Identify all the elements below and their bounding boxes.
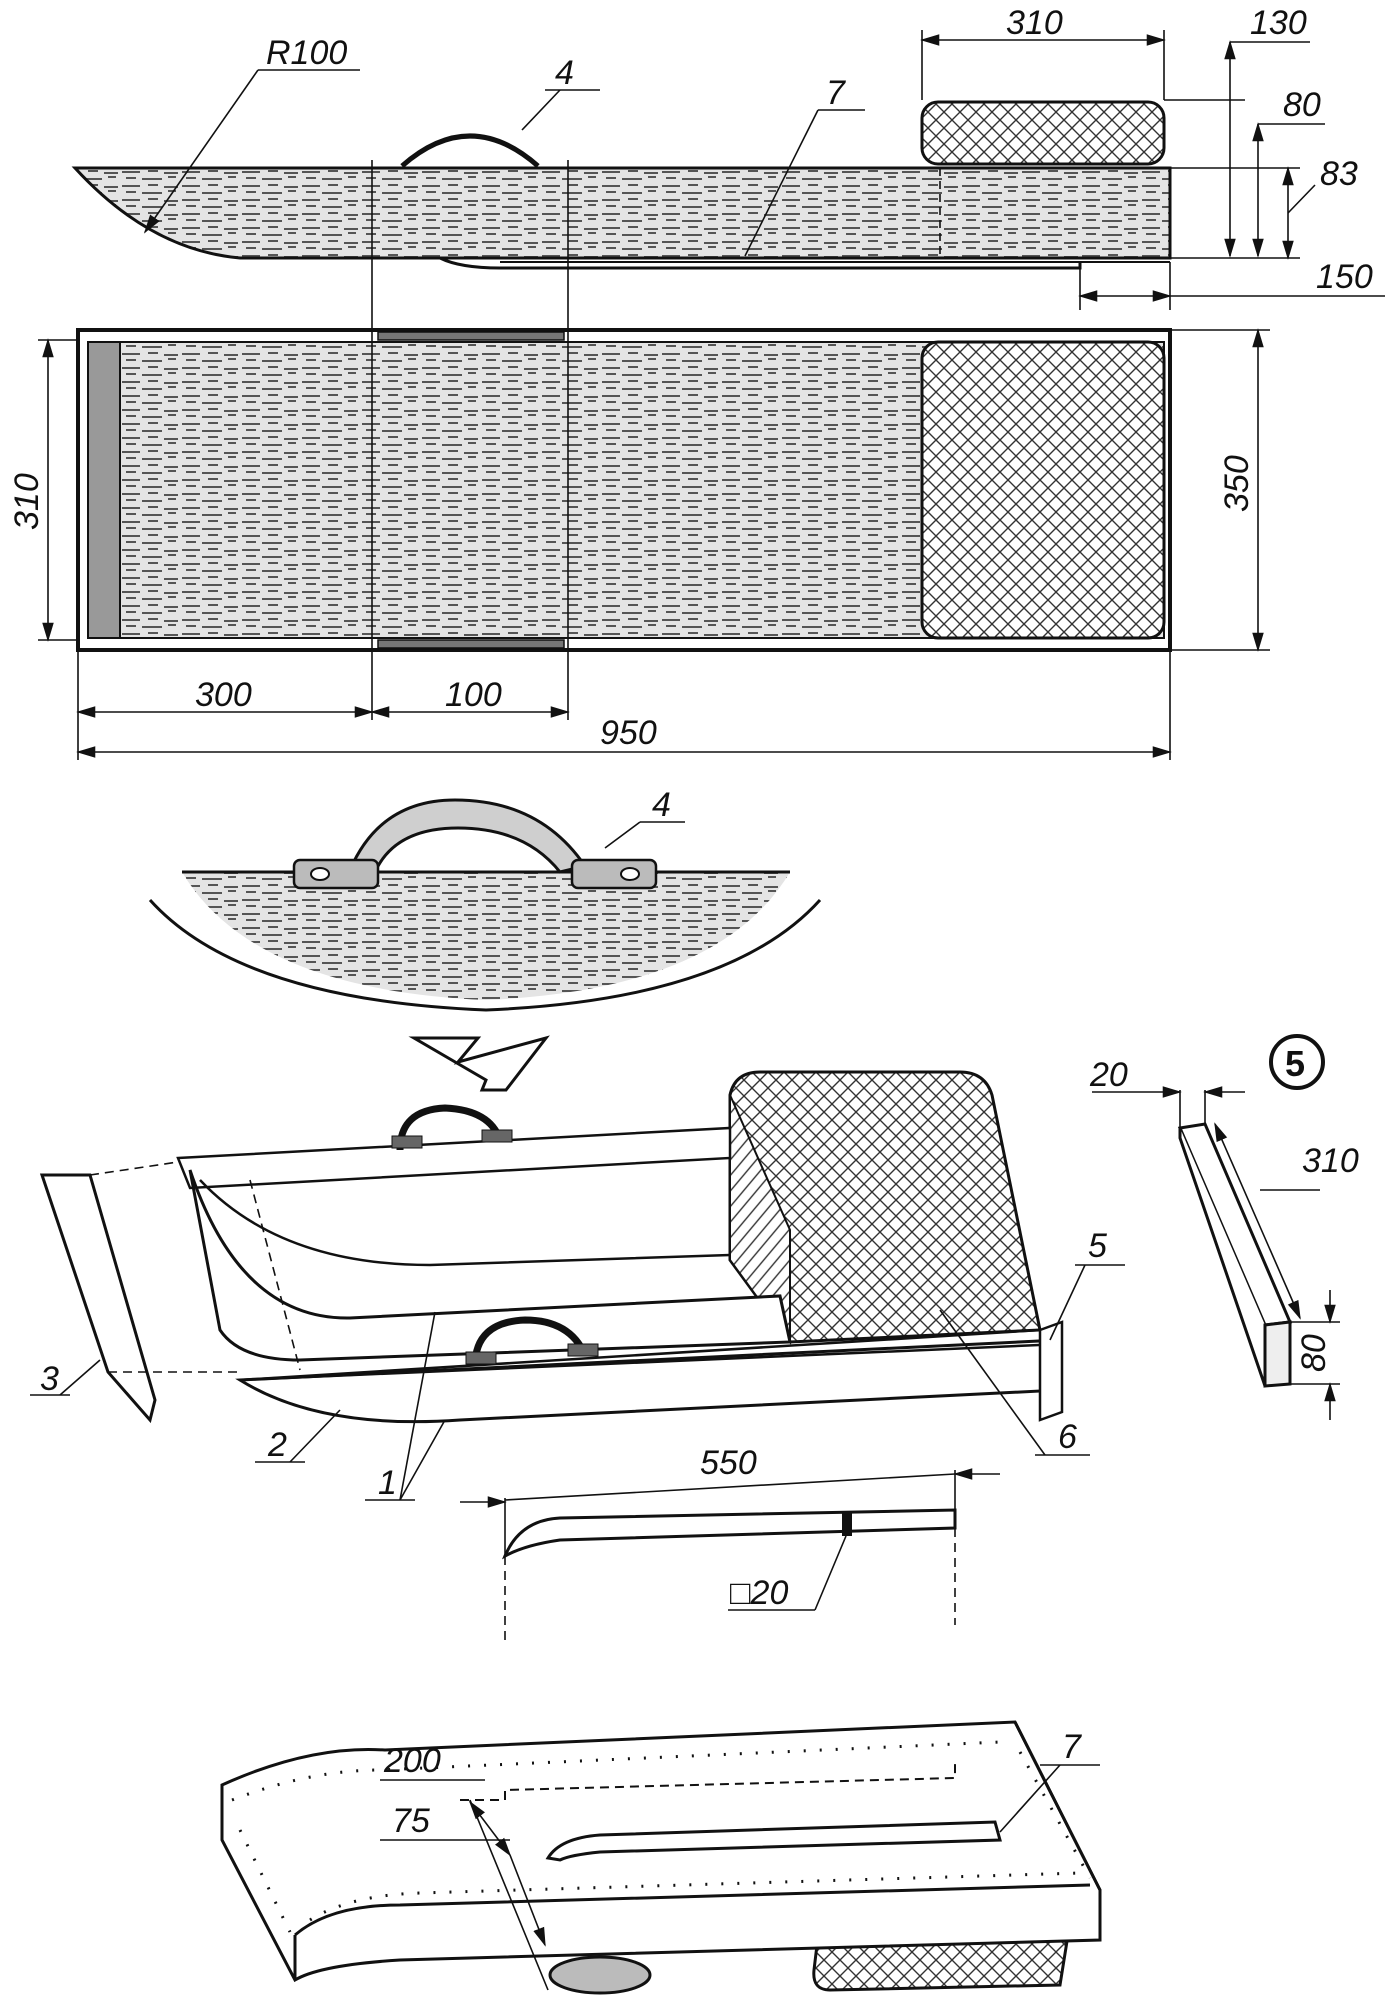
handle-strap (347, 798, 588, 874)
dim-950: 950 (600, 714, 657, 752)
detail-arrow (408, 1035, 550, 1092)
handle-plate-left (292, 858, 380, 890)
front-board (87, 341, 121, 639)
label-part-7-bottom: 7 (1062, 1728, 1082, 1766)
handle-plate-right (570, 858, 658, 890)
side-panel-back (176, 1126, 732, 1190)
label-part-4-detail: 4 (652, 786, 671, 824)
dim-75: 75 (392, 1802, 430, 1840)
runner-part-7 (439, 256, 1082, 270)
label-part-5: 5 (1088, 1227, 1107, 1265)
detail-5: 5 20 310 80 (1089, 1034, 1359, 1420)
top-view (76, 328, 1172, 720)
side-body (71, 166, 1172, 260)
handle-mount-top (377, 331, 565, 341)
exploded-body (39, 1070, 1064, 1424)
bottom-view: 7 200 75 (220, 1720, 1102, 1995)
seat-cushion-top (920, 340, 1166, 640)
handle-mount-bottom (377, 639, 565, 649)
dim-200: 200 (383, 1742, 441, 1780)
label-part-2: 2 (267, 1426, 287, 1464)
dim-square-20: □20 (730, 1574, 788, 1612)
handle-detail: 4 (148, 786, 822, 1092)
handle-front (471, 1316, 589, 1367)
dim-150: 150 (1316, 258, 1373, 296)
side-dimensions: R100 4 7 310 130 80 83 150 (143, 4, 1385, 310)
label-radius: R100 (266, 34, 347, 72)
seat-block (728, 1070, 1042, 1344)
bottom-panel-part-1 (188, 1169, 792, 1362)
dim-130: 130 (1250, 4, 1307, 42)
bottom-handle (548, 1955, 652, 1995)
dim-80-detail: 80 (1295, 1334, 1333, 1372)
detail-5-id: 5 (1285, 1043, 1305, 1084)
end-board-part-5 (1038, 1320, 1064, 1422)
dim-80: 80 (1283, 86, 1321, 124)
top-dimensions: 310 350 300 100 950 (8, 328, 1270, 760)
seat-cushion-side (920, 100, 1166, 166)
label-part-4-top: 4 (555, 54, 574, 92)
dim-310-detail: 310 (1302, 1142, 1359, 1180)
dim-550: 550 (700, 1444, 757, 1482)
dim-310-top: 310 (1006, 4, 1063, 42)
dim-83: 83 (1320, 155, 1358, 193)
detail-5-marker (1269, 1034, 1325, 1090)
side-view (71, 100, 1172, 330)
runner-bar (501, 1508, 957, 1560)
dim-100: 100 (445, 676, 502, 714)
exploded-labels: 3 2 1 6 5 (30, 1227, 1125, 1502)
label-part-3: 3 (40, 1360, 59, 1398)
dim-20-detail: 20 (1089, 1056, 1128, 1094)
side-panel-part-2 (235, 1338, 1062, 1424)
detail-wood-section (182, 872, 790, 1000)
runner-part: 550 □20 (460, 1444, 1000, 1640)
dim-300: 300 (195, 676, 252, 714)
handle-back (396, 1104, 504, 1151)
label-part-1: 1 (378, 1464, 397, 1502)
front-panel-part-3 (39, 1173, 157, 1424)
dim-310-left: 310 (8, 473, 46, 530)
handle-side (400, 133, 540, 168)
dim-350: 350 (1218, 455, 1256, 512)
runner-part-7-bottom (545, 1820, 1002, 1862)
label-part-6: 6 (1058, 1418, 1077, 1456)
label-part-7-top: 7 (826, 74, 846, 112)
